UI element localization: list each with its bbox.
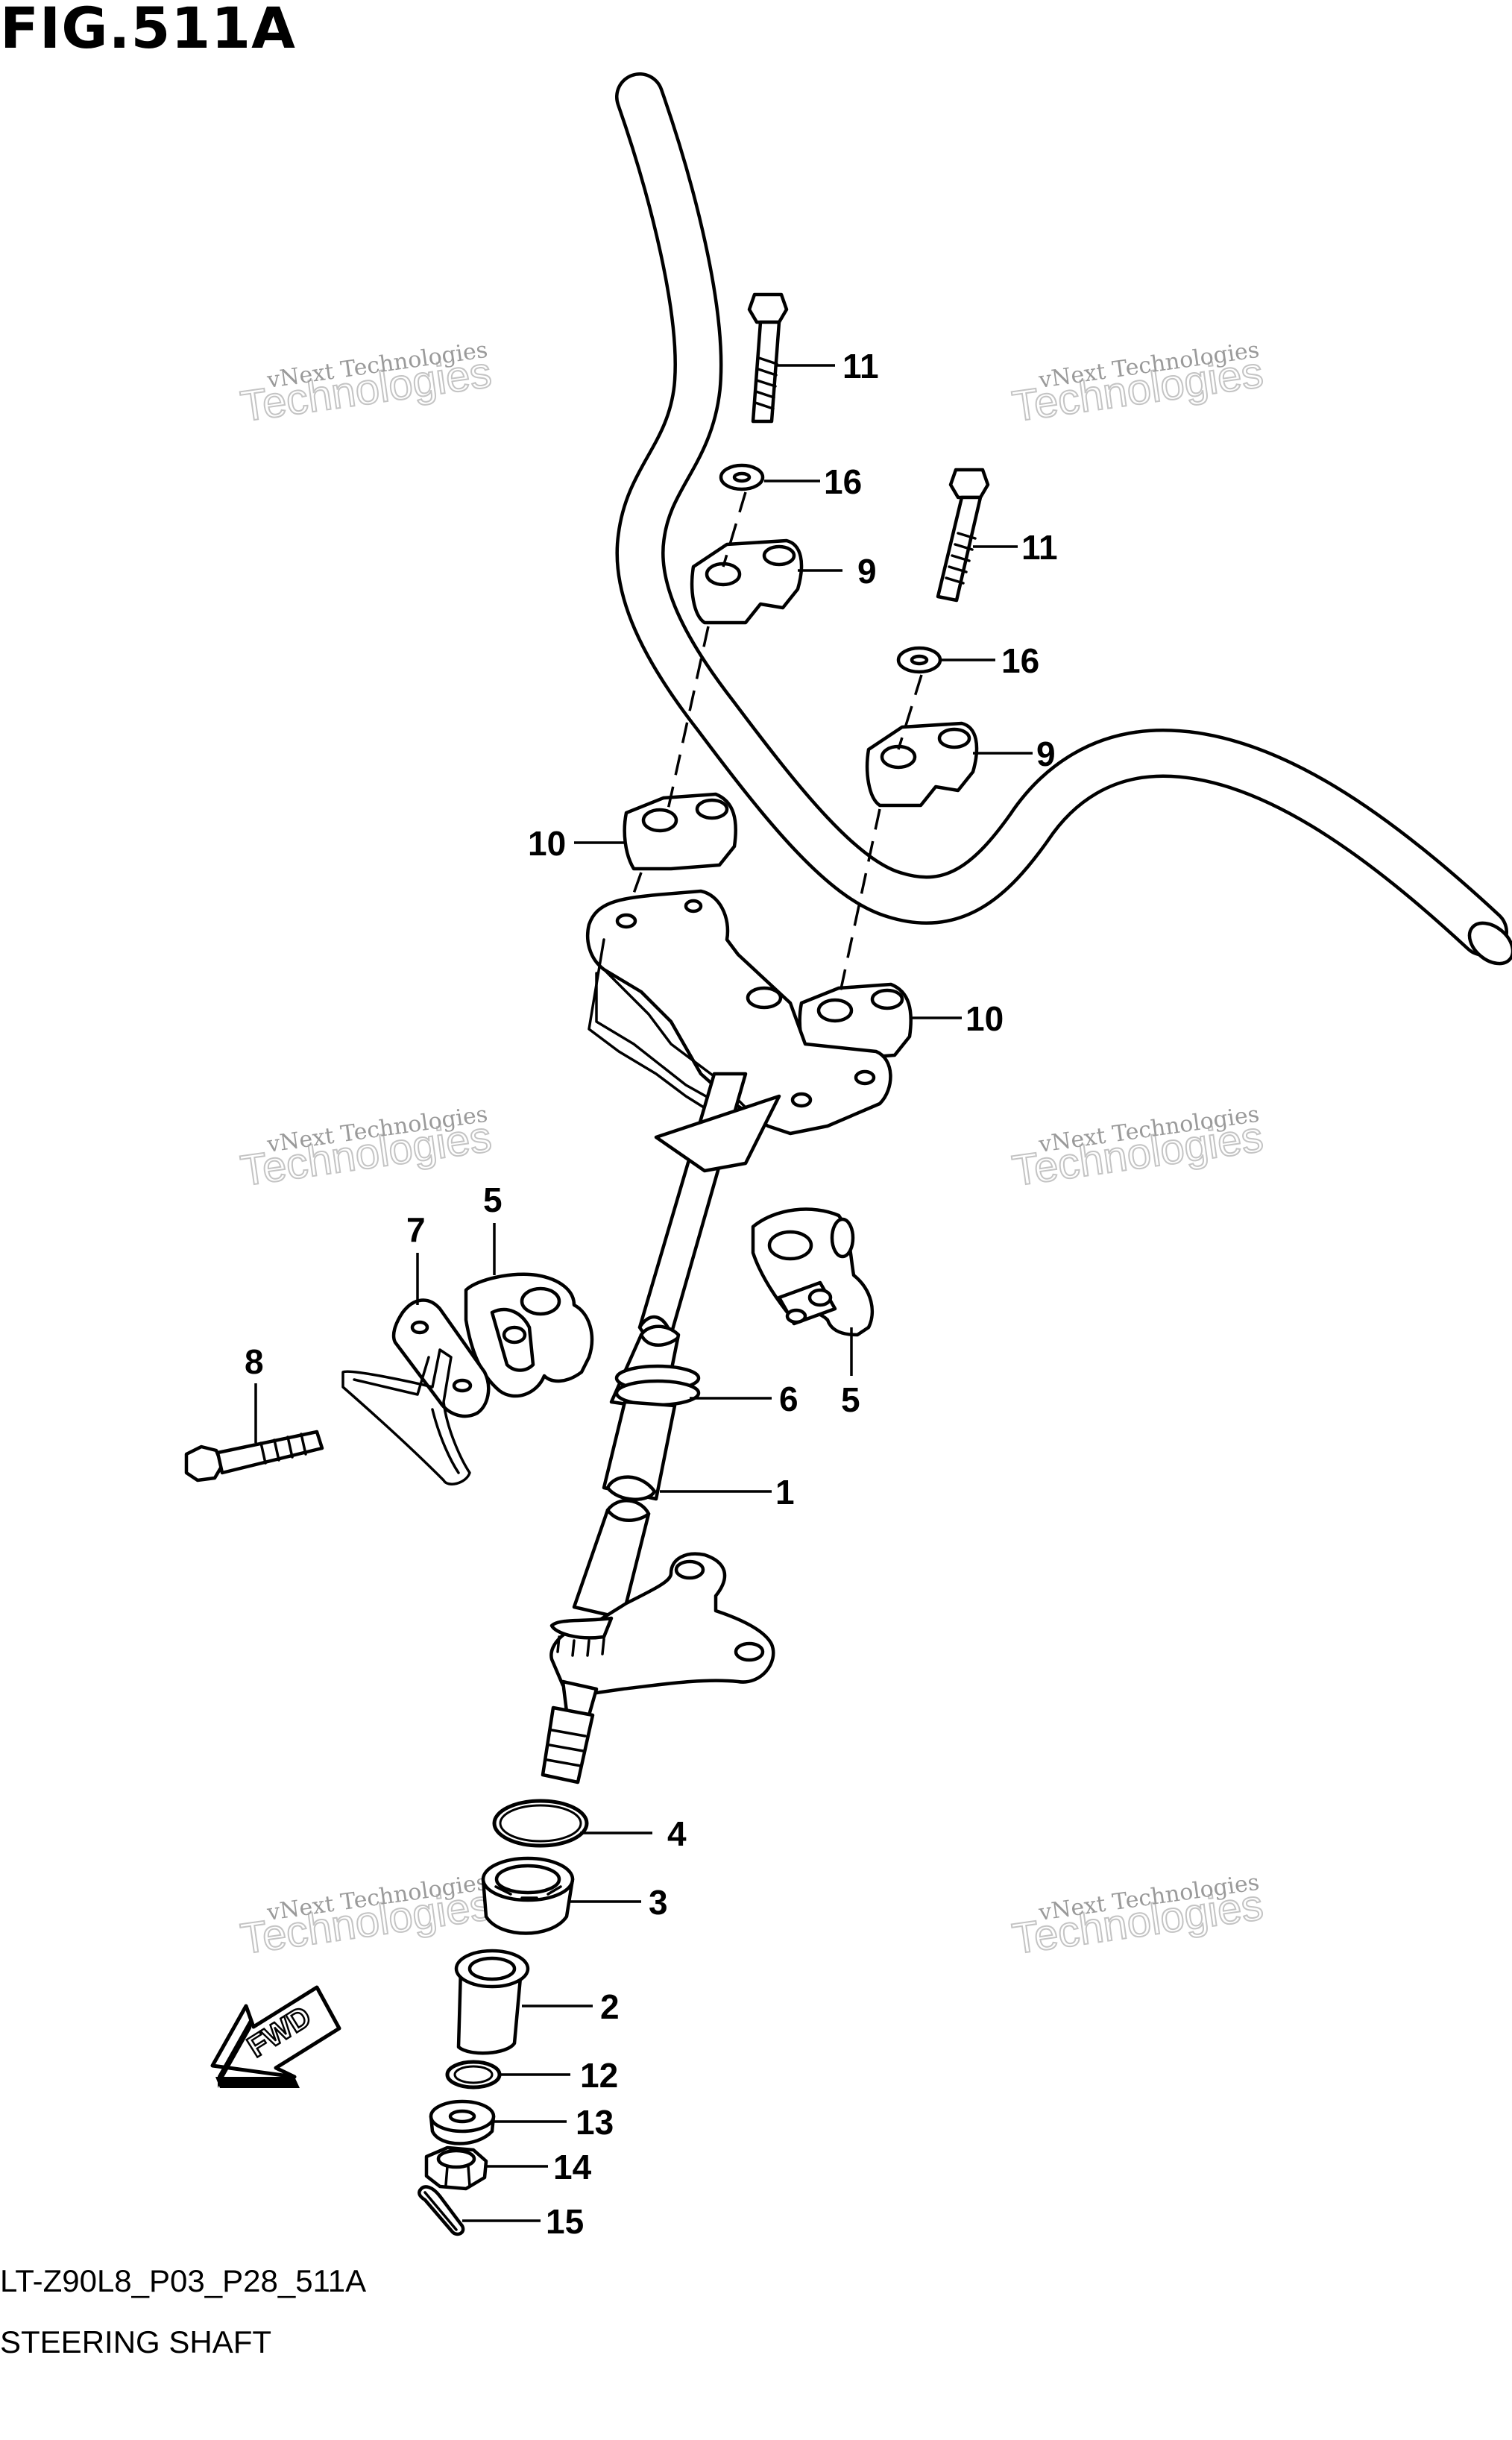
callout-5-left: 5 bbox=[483, 1180, 503, 1219]
callout-16-left: 16 bbox=[824, 462, 862, 501]
clamp-right bbox=[751, 1207, 875, 1337]
callout-8: 8 bbox=[245, 1342, 264, 1381]
upper-holder-left bbox=[690, 538, 804, 625]
lower-holder-left bbox=[623, 792, 737, 871]
leader-lines bbox=[254, 364, 1033, 2222]
callout-10-left: 10 bbox=[528, 824, 566, 863]
callout-4: 4 bbox=[667, 1814, 687, 1853]
nut-14 bbox=[424, 2145, 488, 2191]
watermark-top-left: Technologies vNext Technologies bbox=[237, 337, 495, 432]
handlebar bbox=[615, 72, 1512, 966]
o-ring-12 bbox=[445, 2060, 502, 2090]
washer-13 bbox=[429, 2099, 496, 2145]
washer-right bbox=[896, 646, 942, 674]
clamp-left bbox=[464, 1272, 594, 1398]
bolt-right bbox=[936, 468, 990, 603]
callout-11-right: 11 bbox=[1021, 528, 1058, 567]
lower-holder-right bbox=[798, 982, 913, 1061]
figure-code: LT-Z90L8_P03_P28_511A bbox=[0, 2263, 367, 2298]
bolt-8 bbox=[184, 1430, 324, 1482]
callout-7: 7 bbox=[406, 1210, 426, 1249]
steering-shaft bbox=[541, 1072, 781, 1785]
watermark-top-right: Technologies vNext Technologies bbox=[1009, 337, 1267, 432]
callout-2: 2 bbox=[600, 1987, 620, 2026]
callout-10-right: 10 bbox=[966, 999, 1004, 1038]
callout-3: 3 bbox=[649, 1883, 668, 1922]
watermark-mid-left: Technologies vNext Technologies bbox=[237, 1101, 495, 1196]
bushing-2 bbox=[454, 1949, 530, 2055]
callout-9-left: 9 bbox=[857, 552, 877, 591]
watermark-bottom-right: Technologies vNext Technologies bbox=[1009, 1870, 1267, 1964]
bolt-left bbox=[747, 292, 789, 424]
callout-labels: 11 16 9 11 16 9 10 10 7 5 8 6 5 1 4 3 2 … bbox=[245, 347, 1058, 2241]
cotter-pin-15 bbox=[418, 2185, 465, 2236]
callout-1: 1 bbox=[775, 1473, 795, 1512]
washer-left bbox=[719, 463, 765, 491]
callout-16-right: 16 bbox=[1001, 641, 1039, 680]
callout-13: 13 bbox=[576, 2103, 614, 2142]
cable-guide bbox=[341, 1298, 491, 1485]
callout-11-left: 11 bbox=[842, 347, 879, 386]
oil-seal-3 bbox=[481, 1856, 575, 1935]
fwd-direction-arrow: FWD bbox=[210, 1985, 341, 2088]
callout-12: 12 bbox=[580, 2056, 618, 2095]
callout-6: 6 bbox=[779, 1380, 798, 1418]
callout-9-right: 9 bbox=[1036, 735, 1056, 773]
upper-holder-right bbox=[865, 721, 979, 808]
figure-title: FIG.511A bbox=[0, 0, 296, 61]
watermark-bottom-left: Technologies vNext Technologies bbox=[237, 1870, 495, 1964]
watermark-mid-right: Technologies vNext Technologies bbox=[1009, 1101, 1267, 1196]
callout-14: 14 bbox=[553, 2148, 592, 2186]
o-ring-4 bbox=[492, 1799, 589, 1848]
figure-name: STEERING SHAFT bbox=[0, 2324, 272, 2359]
callout-5-right: 5 bbox=[841, 1380, 860, 1419]
callout-15: 15 bbox=[546, 2202, 584, 2241]
